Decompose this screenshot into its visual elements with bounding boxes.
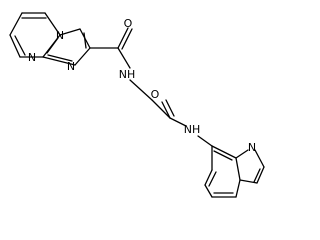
bond: [213, 150, 233, 161]
molecule-canvas: N N N O NH O NH N: [9, 12, 265, 198]
bond: [121, 28, 133, 50]
bond: [74, 47, 91, 66]
bond: [44, 12, 61, 36]
bond: [235, 179, 241, 198]
bond: [211, 145, 237, 159]
atom-labels: N N N O NH O NH N: [28, 17, 256, 154]
bond: [165, 99, 175, 117]
bond: [204, 184, 213, 198]
atom-label-n: N: [67, 60, 75, 73]
atom-label-n: N: [56, 29, 64, 42]
bond: [254, 149, 265, 168]
bond: [169, 117, 187, 127]
bond: [161, 101, 171, 119]
bond: [239, 179, 258, 184]
molecule-structure: N N N O NH O NH N: [9, 12, 265, 198]
atom-label-n: N: [28, 51, 36, 64]
bond: [42, 56, 76, 66]
bond: [204, 169, 213, 186]
bond: [256, 166, 265, 184]
bond: [83, 32, 87, 49]
bond: [197, 135, 213, 147]
bond: [47, 54, 73, 62]
quinoline-ring: [204, 145, 265, 198]
bond: [14, 35, 26, 56]
bond: [46, 37, 59, 54]
bond: [59, 28, 81, 36]
bond: [117, 47, 131, 69]
bond: [208, 171, 217, 187]
bond: [235, 149, 249, 159]
bond: [9, 34, 21, 58]
imidazopyrimidine-ring: [9, 12, 91, 66]
atom-label-nh: NH: [119, 68, 136, 81]
atom-label-nh: NH: [184, 123, 201, 136]
bond: [151, 99, 171, 119]
bond: [253, 168, 261, 183]
bond: [9, 12, 23, 36]
atom-label-o: O: [151, 88, 160, 101]
bond: [129, 79, 153, 101]
bond: [117, 27, 129, 49]
amide-linker: [89, 27, 213, 147]
atom-label-o: O: [124, 17, 133, 30]
atom-label-n: N: [248, 141, 256, 154]
bond: [235, 157, 241, 181]
